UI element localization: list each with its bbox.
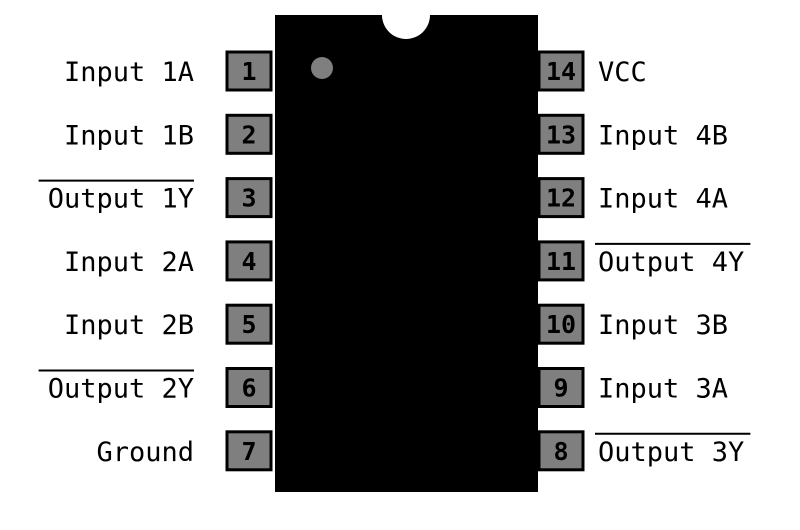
pin-number: 5	[241, 310, 256, 339]
pin-number: 12	[546, 184, 576, 213]
pin-box	[225, 240, 273, 282]
pin-number: 10	[546, 310, 576, 339]
pin-number: 6	[241, 374, 256, 403]
pin-box	[537, 430, 585, 472]
pin-box	[225, 303, 273, 345]
chip-body	[275, 15, 538, 492]
pin-label: Input 1B	[64, 120, 194, 151]
pin-number: 7	[241, 437, 256, 466]
pin-box	[225, 113, 273, 155]
pin-box	[225, 430, 273, 472]
pin-label: Input 4B	[598, 120, 728, 151]
pin-label: Input 2A	[64, 247, 194, 278]
pin-9: 9 Input 3A	[537, 367, 728, 408]
pin-box	[537, 50, 585, 92]
pin-number: 14	[546, 57, 576, 86]
pin-label: Input 2B	[64, 310, 194, 341]
pin-label: Output 4Y	[598, 247, 744, 278]
pin-10: 10 Input 3B	[537, 303, 728, 345]
pin-label: Input 1A	[64, 57, 194, 88]
pin-7: 7 Ground	[96, 430, 273, 472]
pin-1: 1 Input 1A	[64, 50, 273, 92]
pin-number: 2	[241, 120, 256, 149]
pin-4: 4 Input 2A	[64, 240, 273, 282]
pin-box	[537, 113, 585, 155]
pin-number: 8	[553, 437, 568, 466]
pin-2: 2 Input 1B	[64, 113, 273, 155]
pin-12: 12 Input 4A	[537, 177, 728, 219]
pin-box	[537, 303, 585, 345]
pin-label: Input 3A	[598, 374, 728, 405]
pin-label: Input 3B	[598, 310, 728, 341]
pin-label: Output 2Y	[48, 374, 194, 405]
pin-box	[537, 177, 585, 219]
pin-number: 3	[241, 184, 256, 213]
pin-number: 9	[553, 374, 568, 403]
pin-6: 6 Output 2Y	[38, 367, 273, 408]
pin-box	[537, 367, 585, 408]
pin-label: VCC	[598, 57, 647, 88]
pin-label: Input 4A	[598, 184, 728, 215]
pin-number: 4	[241, 247, 256, 276]
pin-3: 3 Output 1Y	[38, 177, 273, 219]
pin-box	[225, 50, 273, 92]
pin-5: 5 Input 2B	[64, 303, 273, 345]
pin-number: 13	[546, 120, 576, 149]
pin-number: 11	[546, 247, 576, 276]
pin-8: 8 Output 3Y	[537, 430, 751, 472]
pin-14: 14 VCC	[537, 50, 647, 92]
pin-13: 13 Input 4B	[537, 113, 728, 155]
pin-number: 1	[241, 57, 256, 86]
pin-11: 11 Output 4Y	[537, 240, 751, 282]
pin-box	[225, 177, 273, 219]
orientation-notch	[382, 15, 430, 39]
pin1-indicator-dot	[311, 57, 333, 79]
pin-label: Output 1Y	[48, 184, 194, 215]
pin-label: Ground	[96, 437, 194, 468]
pin-label: Output 3Y	[598, 437, 744, 468]
pin-box	[537, 240, 585, 282]
pin-box	[225, 367, 273, 408]
